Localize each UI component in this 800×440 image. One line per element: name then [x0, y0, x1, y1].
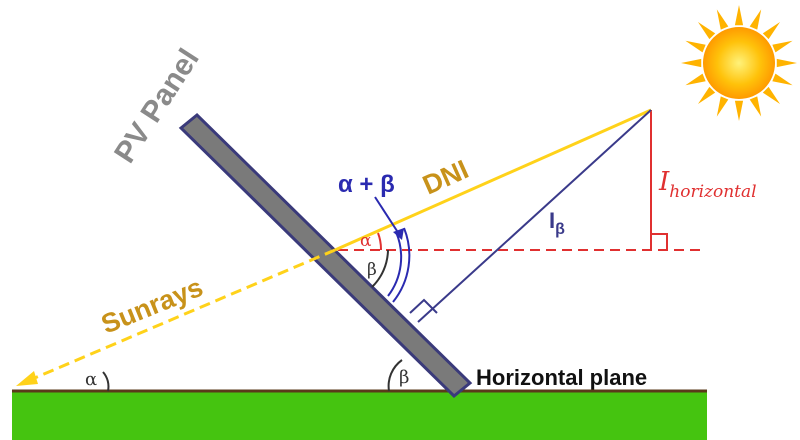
sun-ray	[772, 73, 793, 86]
sun-ray	[776, 58, 797, 68]
alpha-ground-arc	[102, 371, 110, 392]
alpha-plus-beta-pointer	[374, 196, 400, 235]
beta-panel-arc	[371, 249, 389, 288]
sun-ray	[697, 86, 716, 105]
sun-ray	[685, 73, 706, 86]
beam-component-line	[417, 109, 652, 323]
alpha-panel-arc	[377, 232, 383, 251]
sun-ray	[734, 100, 744, 121]
ground	[12, 392, 707, 440]
right-angle-marker-blue	[409, 298, 438, 314]
sunrays-label: Sunrays	[97, 272, 207, 340]
alpha-panel-label: α	[360, 231, 372, 251]
sun-ray	[762, 86, 781, 105]
sun-ray	[762, 21, 781, 40]
sun-ray	[681, 58, 702, 68]
beta-panel-label: β	[367, 260, 377, 280]
i-horizontal-subscript: horizontal	[669, 182, 756, 202]
sun-ray	[685, 40, 706, 53]
right-angle-marker-red	[651, 233, 668, 250]
beta-ground-arc	[387, 359, 403, 392]
alpha-plus-beta-arc-outer	[392, 227, 411, 303]
i-horizontal-label: Ihorizontal	[658, 167, 757, 202]
sun-ray	[734, 5, 744, 26]
sun-icon	[681, 5, 797, 121]
sun-ray	[749, 9, 762, 30]
sun-ray	[749, 96, 762, 117]
i-beta-subscript: β	[555, 221, 565, 238]
alpha-plus-beta-pointer-head	[393, 228, 404, 240]
sun-ray	[716, 96, 729, 117]
i-beta-main: I	[549, 208, 555, 233]
i-beta-label: Iβ	[549, 208, 565, 238]
sunray-arrowhead	[16, 371, 38, 386]
horizontal-plane-label: Horizontal plane	[476, 365, 647, 390]
i-horizontal-main: I	[658, 167, 670, 197]
beta-ground-label: β	[399, 367, 409, 388]
dni-ray	[334, 108, 652, 252]
pv-panel-label: PV Panel	[108, 43, 206, 169]
alpha-plus-beta-label: α + β	[338, 171, 395, 198]
sun-ray	[772, 40, 793, 53]
sun-ray	[697, 21, 716, 40]
alpha-plus-beta-arc	[387, 231, 403, 297]
alpha-ground-label: α	[85, 369, 97, 390]
sun-ray	[716, 9, 729, 30]
sunray-dashed	[29, 248, 336, 382]
